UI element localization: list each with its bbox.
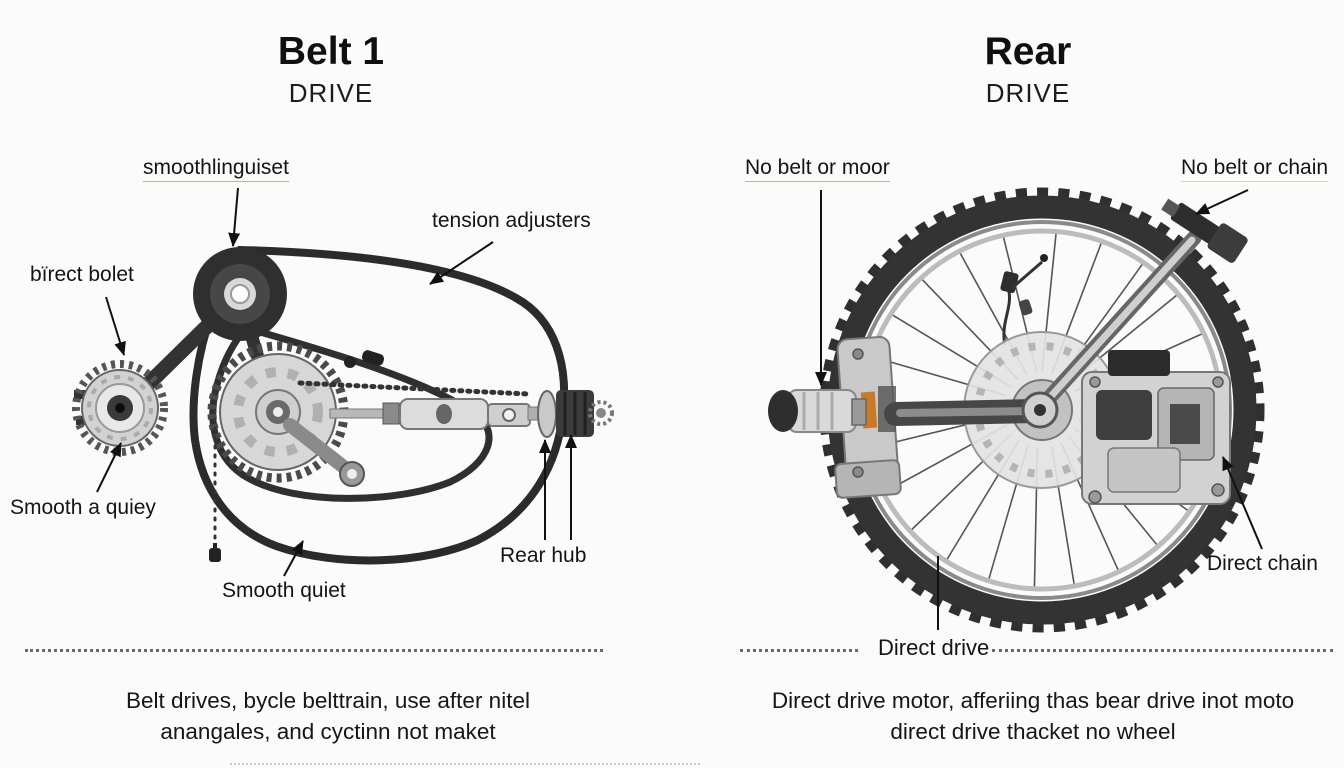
belt-drive-illustration [72, 187, 614, 577]
label-front-gear: bïrect bolet [30, 263, 134, 286]
plug [209, 548, 221, 562]
axle-clamp [834, 336, 902, 499]
tensioner-body [361, 350, 385, 366]
direct-drive-motor [768, 389, 867, 433]
label-rear-hub: Rear hub [500, 544, 587, 567]
axle-arm-highlight [896, 407, 1036, 417]
label-tension-adjusters: tension adjusters [432, 209, 591, 232]
bottom-faint-divider [230, 763, 700, 765]
belt-annotation-arrows [96, 187, 577, 577]
left-subtitle: DRIVE [288, 78, 374, 108]
chain-run [297, 380, 531, 397]
label-pulley: smoothlinguiset [143, 156, 289, 183]
rear-annotation-arrows [815, 189, 1263, 630]
left-divider [25, 649, 603, 652]
label-no-belt-motor: No belt or moor [745, 156, 890, 183]
left-title: Belt 1 [277, 30, 385, 73]
right-divider-left [740, 649, 858, 652]
right-caption-line2: direct drive thacket no wheel [890, 719, 1176, 744]
brake-cables [1000, 254, 1048, 346]
left-caption: Belt drives, bycle belttrain, use after … [33, 685, 623, 747]
right-title: Rear [984, 30, 1072, 73]
left-caption-line2: anangales, and cyctinn not maket [160, 719, 496, 744]
right-caption: Direct drive motor, afferiing thas bear … [728, 685, 1338, 747]
label-direct-drive: Direct drive [878, 635, 990, 660]
belt-outer-loop [189, 245, 569, 565]
right-subtitle: DRIVE [985, 78, 1071, 108]
tensioner-pulley [344, 356, 356, 368]
label-smooth-quiet-left: Smooth a quiey [10, 496, 156, 519]
caliper-block [1081, 350, 1231, 505]
right-title-block: Rear DRIVE [878, 30, 1178, 109]
rear-drive-illustration [768, 187, 1265, 633]
plug-stem [213, 543, 217, 549]
label-no-belt-chain: No belt or chain [1181, 156, 1329, 183]
label-direct-chain: Direct chain [1207, 552, 1318, 575]
left-caption-line1: Belt drives, bycle belttrain, use after … [126, 688, 530, 713]
front-sprocket [72, 360, 168, 456]
idler-pulley [193, 247, 287, 341]
right-divider-right [992, 649, 1333, 652]
left-title-block: Belt 1 DRIVE [181, 30, 481, 109]
axle-assembly [329, 390, 614, 438]
right-caption-line1: Direct drive motor, afferiing thas bear … [771, 688, 1295, 713]
label-smooth-quiet-bottom: Smooth quiet [222, 579, 346, 602]
crank-rod-pedal [1021, 198, 1248, 429]
